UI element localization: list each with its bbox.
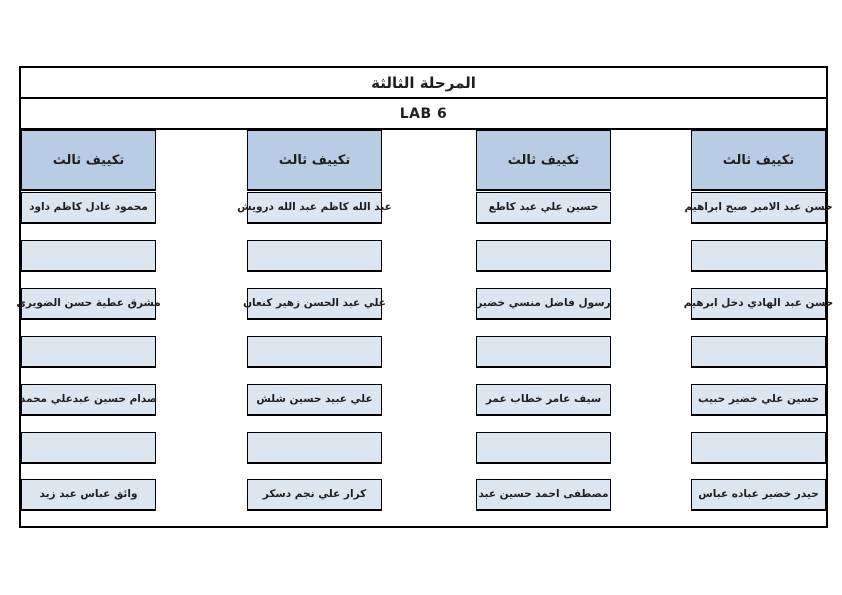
lab-title: LAB 6 [21,99,826,130]
empty-seat-cell [247,240,382,272]
student-name-cell: مصطفى احمد حسين عبد [476,479,611,511]
empty-seat-cell [21,432,156,464]
empty-seat-cell [691,240,826,272]
student-name-cell: مشرق عطية حسن الضويري [16,288,161,320]
empty-seat-cell [691,336,826,368]
group-column-3: تكييف ثالث حسين علي عبد كاطع رسول فاضل م… [476,130,611,511]
student-name-cell: عبد الله كاظم عبد الله درويش [237,192,392,224]
student-name-cell: وائق عباس عبد زيد [21,479,156,511]
student-name-cell: حسن عبد الامير صبح ابراهيم [684,192,833,224]
group-header: تكييف ثالث [247,130,382,191]
stage-title: المرحلة الثالثة [21,68,826,99]
empty-seat-cell [691,432,826,464]
empty-seat-cell [247,336,382,368]
student-name-cell: حيدر خضير عباده عباس [691,479,826,511]
schedule-table: المرحلة الثالثة LAB 6 تكييف ثالث محمود ع… [16,66,833,528]
student-name-cell: حسين علي عبد كاطع [476,192,611,224]
student-name-cell: علي عبيد حسين شلش [247,384,382,416]
group-column-4: تكييف ثالث حسن عبد الامير صبح ابراهيم حس… [684,130,833,511]
group-header: تكييف ثالث [691,130,826,191]
empty-seat-cell [476,336,611,368]
empty-seat-cell [247,432,382,464]
empty-seat-cell [21,240,156,272]
student-name-cell: صدام حسين عبدعلي محمد [20,384,157,416]
group-column-1: تكييف ثالث محمود عادل كاظم داود مشرق عطي… [16,130,161,511]
empty-seat-cell [476,432,611,464]
student-name-cell: حسين علي خضير حبيب [691,384,826,416]
student-name-cell: سيف عامر خطاب عمر [476,384,611,416]
student-name-cell: رسول فاضل منسي خضير [476,288,611,320]
student-name-cell: كرار علي نجم دسكر [247,479,382,511]
group-header: تكييف ثالث [21,130,156,191]
group-header: تكييف ثالث [476,130,611,191]
group-column-2: تكييف ثالث عبد الله كاظم عبد الله درويش … [237,130,392,511]
student-name-cell: علي عبد الحسن زهير كنعان [243,288,386,320]
student-name-cell: محمود عادل كاظم داود [21,192,156,224]
empty-seat-cell [476,240,611,272]
student-name-cell: حسن عبد الهادي دخل ابرهيم [684,288,833,320]
seating-grid: تكييف ثالث محمود عادل كاظم داود مشرق عطي… [16,130,833,526]
empty-seat-cell [21,336,156,368]
